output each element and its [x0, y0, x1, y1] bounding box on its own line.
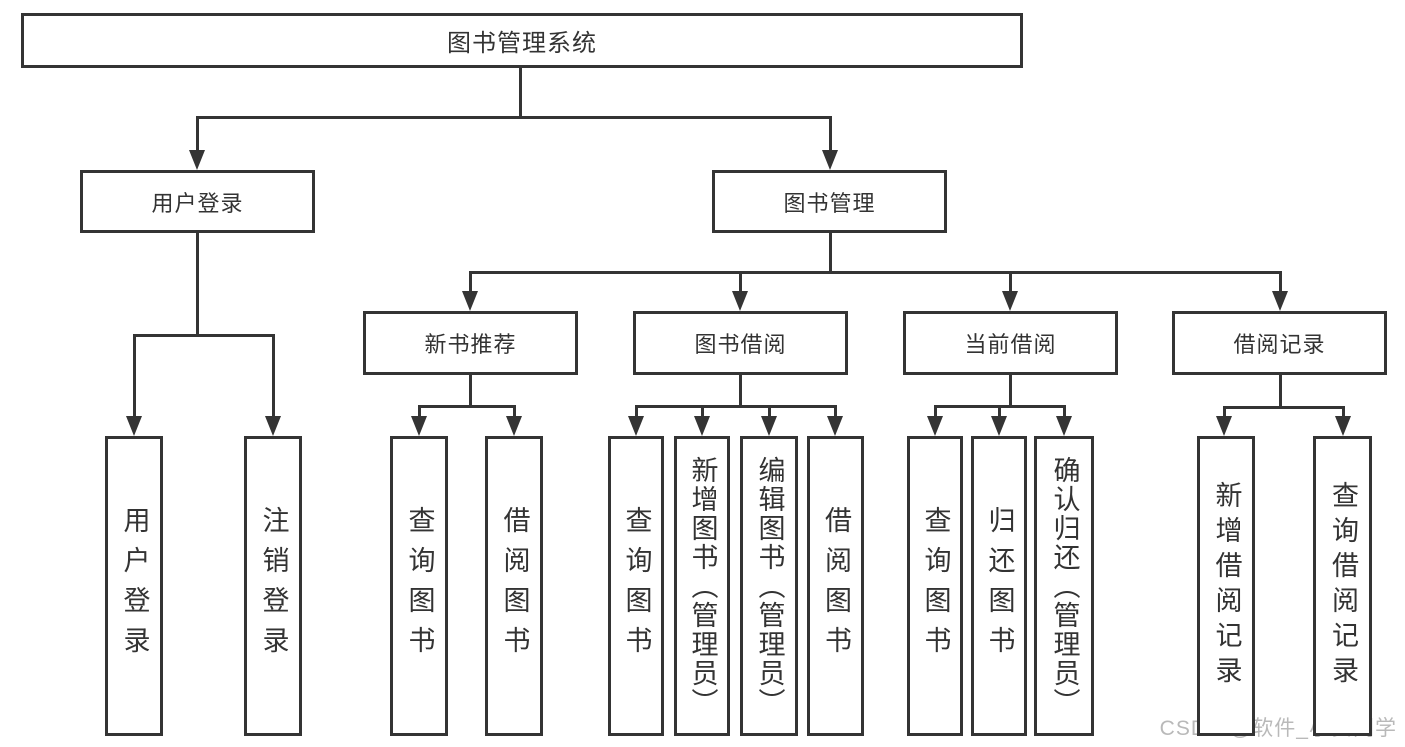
arrowhead-icon [732, 291, 748, 311]
connector-line [271, 333, 275, 418]
add-borrow-record-label: 新增借阅记录 [1211, 481, 1242, 691]
borrowing-records-label: 借阅记录 [1233, 332, 1326, 357]
arrowhead-icon [506, 416, 522, 436]
connector-line [468, 270, 1282, 274]
current-borrowing: 当前借阅 [903, 311, 1118, 375]
connector-line [195, 231, 199, 337]
arrowhead-icon [462, 291, 478, 311]
borrow-books-recommend: 借阅图书 [485, 436, 543, 736]
connector-line [997, 404, 1001, 420]
borrow-books-borrowing: 借阅图书 [807, 436, 864, 736]
add-books-admin: 新增图书（管理员） [674, 436, 730, 736]
connector-line [195, 115, 832, 119]
connector-line [933, 404, 937, 420]
return-books: 归还图书 [971, 436, 1027, 736]
return-books-label: 归还图书 [984, 506, 1015, 666]
confirm-return-admin: 确认归还（管理员） [1034, 436, 1094, 736]
connector-line [195, 115, 199, 154]
current-borrowing-label: 当前借阅 [964, 332, 1057, 357]
arrowhead-icon [126, 416, 142, 436]
query-borrow-record: 查询借阅记录 [1313, 436, 1372, 736]
connector-line [132, 333, 275, 337]
arrowhead-icon [1216, 416, 1232, 436]
arrowhead-icon [822, 150, 838, 170]
connector-line [738, 270, 742, 295]
connector-line [634, 404, 638, 420]
new-book-recommendation: 新书推荐 [363, 311, 578, 375]
query-books-recommend-label: 查询图书 [404, 506, 435, 666]
arrowhead-icon [1335, 416, 1351, 436]
connector-line [468, 373, 472, 408]
user-login-action-label: 用户登录 [119, 506, 150, 666]
arrowhead-icon [927, 416, 943, 436]
add-books-admin-label: 新增图书（管理员） [687, 455, 718, 717]
query-books-borrowing-label: 查询图书 [621, 506, 652, 666]
connector-line [767, 404, 771, 420]
book-management: 图书管理 [712, 170, 947, 233]
new-book-recommendation-label: 新书推荐 [424, 332, 517, 357]
arrowhead-icon [827, 416, 843, 436]
edit-books-admin: 编辑图书（管理员） [740, 436, 798, 736]
query-books-borrowing: 查询图书 [608, 436, 664, 736]
user-login: 用户登录 [80, 170, 315, 233]
connector-line [512, 404, 516, 420]
book-borrowing-label: 图书借阅 [694, 332, 787, 357]
query-borrow-record-label: 查询借阅记录 [1328, 481, 1358, 691]
borrow-books-borrowing-label: 借阅图书 [821, 506, 851, 666]
add-borrow-record: 新增借阅记录 [1197, 436, 1255, 736]
library-management-system-label: 图书管理系统 [447, 30, 597, 57]
connector-line [828, 115, 832, 154]
connector-line [833, 404, 837, 420]
connector-line [700, 404, 704, 420]
connector-line [1008, 270, 1012, 295]
connector-line [828, 231, 832, 274]
book-management-label: 图书管理 [783, 190, 876, 216]
arrowhead-icon [1056, 416, 1072, 436]
query-books-recommend: 查询图书 [390, 436, 448, 736]
logout-action-label: 注销登录 [258, 506, 289, 666]
borrowing-records: 借阅记录 [1172, 311, 1387, 375]
user-login-label: 用户登录 [151, 190, 244, 216]
connector-line [634, 404, 837, 408]
arrowhead-icon [761, 416, 777, 436]
connector-line [417, 404, 421, 420]
user-login-action: 用户登录 [105, 436, 163, 736]
arrowhead-icon [1002, 291, 1018, 311]
connector-line [1278, 373, 1282, 409]
connector-line [1278, 270, 1282, 295]
book-borrowing: 图书借阅 [633, 311, 848, 375]
connector-line [132, 333, 136, 418]
connector-line [417, 404, 516, 408]
arrowhead-icon [189, 150, 205, 170]
arrowhead-icon [694, 416, 710, 436]
edit-books-admin-label: 编辑图书（管理员） [754, 455, 785, 717]
arrowhead-icon [991, 416, 1007, 436]
library-management-system: 图书管理系统 [21, 13, 1023, 68]
connector-line [1341, 405, 1345, 420]
connector-line [1222, 405, 1226, 420]
connector-line [468, 270, 472, 295]
confirm-return-admin-label: 确认归还（管理员） [1049, 455, 1080, 717]
query-books-current-label: 查询图书 [920, 506, 951, 666]
connector-line [1008, 373, 1012, 408]
arrowhead-icon [265, 416, 281, 436]
borrow-books-recommend-label: 借阅图书 [499, 506, 530, 666]
connector-line [518, 66, 522, 119]
connector-line [1062, 404, 1066, 420]
query-books-current: 查询图书 [907, 436, 963, 736]
connector-line [1222, 405, 1345, 409]
arrowhead-icon [411, 416, 427, 436]
connector-line [738, 373, 742, 408]
arrowhead-icon [628, 416, 644, 436]
logout-action: 注销登录 [244, 436, 302, 736]
arrowhead-icon [1272, 291, 1288, 311]
